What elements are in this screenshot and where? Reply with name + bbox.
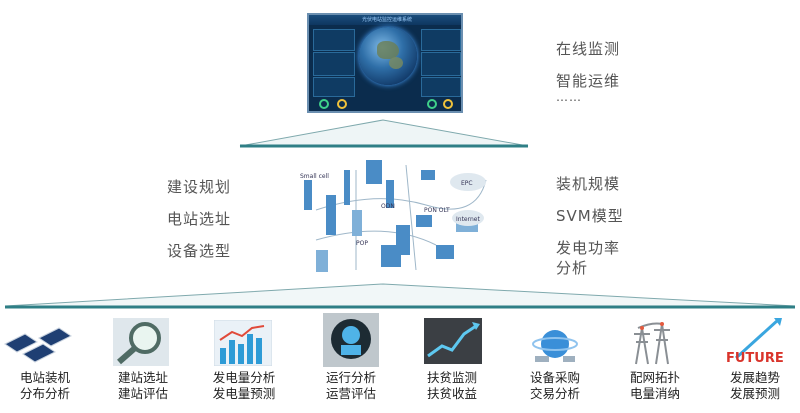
bottom-item-4: 运行分析 运营评估 [306,370,396,402]
monitoring-dashboard-screenshot: 光伏电站监控运维系统 [307,13,463,113]
solar-panel-icon [4,327,72,363]
earth-globe-icon [359,27,417,85]
magnifier-icon [113,318,169,366]
dashboard-panel [313,77,355,97]
label-svm: SVM模型 [556,207,624,225]
dashboard-panel [421,52,461,76]
bottom-item-line1: 设备采购 [529,370,580,385]
power-pylon-icon [634,322,670,365]
bottom-item-line1: 电站装机 [19,370,70,385]
status-ring-icon [443,99,453,109]
bottom-item-line1: 建站选址 [117,370,168,385]
bottom-item-3: 发电量分析 发电量预测 [199,370,289,402]
bottom-item-2: 建站选址 建站评估 [98,370,188,402]
label-power: 发电功率 [556,239,621,257]
growth-chart-icon [424,318,482,364]
bottom-item-8: 发展趋势 发展预测 [710,370,800,402]
bottom-item-line1: 发展趋势 [729,370,780,385]
label-planning: 建设规划 [167,178,232,196]
dashboard-panel [313,52,355,76]
status-ring-icon [319,99,329,109]
dashboard-panel [421,77,461,97]
bottom-item-1: 电站装机 分布分析 [0,370,90,402]
label-siting: 电站选址 [167,210,232,228]
bottom-item-line1: 配网拓扑 [629,370,680,385]
bottom-item-line2: 电量消纳 [629,386,680,401]
net-label-pop: POP [356,240,368,247]
bottom-item-line1: 运行分析 [325,370,376,385]
label-capacity: 装机规模 [556,175,621,193]
bottom-item-line2: 建站评估 [117,386,168,401]
bottom-item-line2: 分布分析 [19,386,70,401]
label-equipment: 设备选型 [167,242,232,260]
net-label-odn: ODN [381,203,395,210]
bottom-item-line2: 运营评估 [325,386,376,401]
net-label-smallcell: Small cell [300,173,329,180]
dashboard-header [309,15,461,25]
label-smart-ops: 智能运维 [556,72,621,90]
status-ring-icon [427,99,437,109]
label-more: …… [556,90,582,104]
globe-trade-icon [532,330,578,362]
bottom-item-line2: 发电量预测 [212,386,276,401]
bottom-item-7: 配网拓扑 电量消纳 [610,370,700,402]
net-label-internet: Internet [456,216,480,223]
operator-icon [323,313,379,367]
bottom-item-line2: 扶贫收益 [426,386,477,401]
network-diagram: EPC Internet PON OLT Small cell ODN POP [296,150,494,282]
bottom-item-line2: 发展预测 [729,386,780,401]
bottom-item-line1: 发电量分析 [212,370,276,385]
net-label-pon: PON OLT [424,207,450,214]
bottom-item-6: 设备采购 交易分析 [510,370,600,402]
dashboard-panel [421,29,461,51]
bottom-item-line2: 交易分析 [529,386,580,401]
dashboard-title: 光伏电站监控运维系统 [361,17,412,23]
status-ring-icon [337,99,347,109]
net-label-epc: EPC [461,180,473,187]
bottom-item-line1: 扶贫监测 [426,370,477,385]
bottom-item-5: 扶贫监测 扶贫收益 [407,370,497,402]
future-icon: FUTURE [726,318,784,366]
bar-chart-icon [214,320,272,366]
label-online-monitoring: 在线监测 [556,40,621,58]
dashboard-panel [313,29,355,51]
label-analysis: 分析 [556,259,589,277]
future-text: FUTURE [726,351,784,366]
